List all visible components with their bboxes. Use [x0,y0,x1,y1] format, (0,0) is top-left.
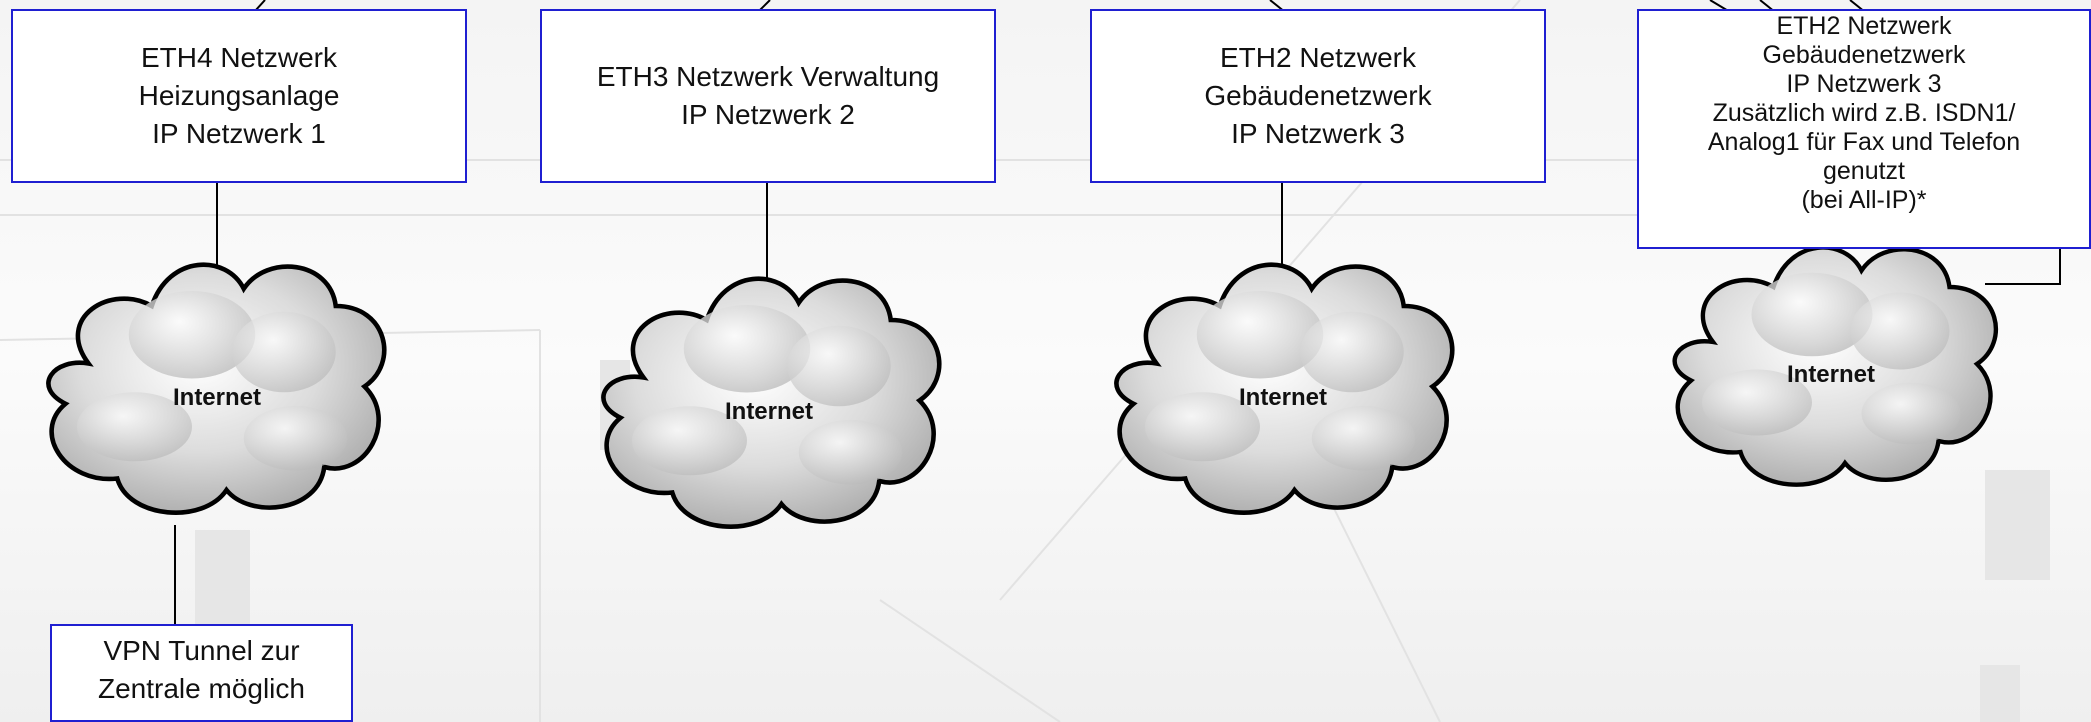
cloud-label-4: Internet [1786,361,1875,388]
box-line: ETH2 Netzwerk [1219,42,1417,73]
box-line: IP Netzwerk 3 [1231,118,1405,149]
box-line: Zusätzlich wird z.B. ISDN1/ [1712,99,2016,127]
box-line: Heizungsanlage [138,80,340,111]
box-line: genutzt [1822,157,1905,185]
cloud-label-2: Internet [724,398,813,425]
network-box-eth3: ETH3 Netzwerk Verwaltung IP Netzwerk 2 [540,9,996,183]
box-line: Zentrale möglich [98,673,305,704]
box-line: ETH3 Netzwerk Verwaltung [596,61,940,92]
box-line: IP Netzwerk 1 [152,118,326,149]
network-box-eth4: ETH4 Netzwerk Heizungsanlage IP Netzwerk… [11,9,467,183]
box-line: (bei All-IP)* [1801,186,1927,214]
box-line: Analog1 für Fax und Telefon [1707,128,2021,156]
box-line: Gebäudenetzwerk [1204,80,1432,111]
box-line: ETH4 Netzwerk [140,42,338,73]
network-box-eth2-isdn: ETH2 Netzwerk Gebäudenetzwerk IP Netzwer… [1637,9,2091,249]
box-line: ETH2 Netzwerk [1776,12,1952,40]
box-line: IP Netzwerk 2 [681,99,855,130]
network-box-eth2: ETH2 Netzwerk Gebäudenetzwerk IP Netzwer… [1090,9,1546,183]
cloud-label-3: Internet [1238,384,1327,411]
cloud-label-1: Internet [172,384,261,411]
box-line: VPN Tunnel zur [103,635,300,666]
vpn-tunnel-box: VPN Tunnel zur Zentrale möglich [50,624,353,722]
box-line: Gebäudenetzwerk [1762,41,1966,69]
box-line: IP Netzwerk 3 [1786,70,1942,98]
